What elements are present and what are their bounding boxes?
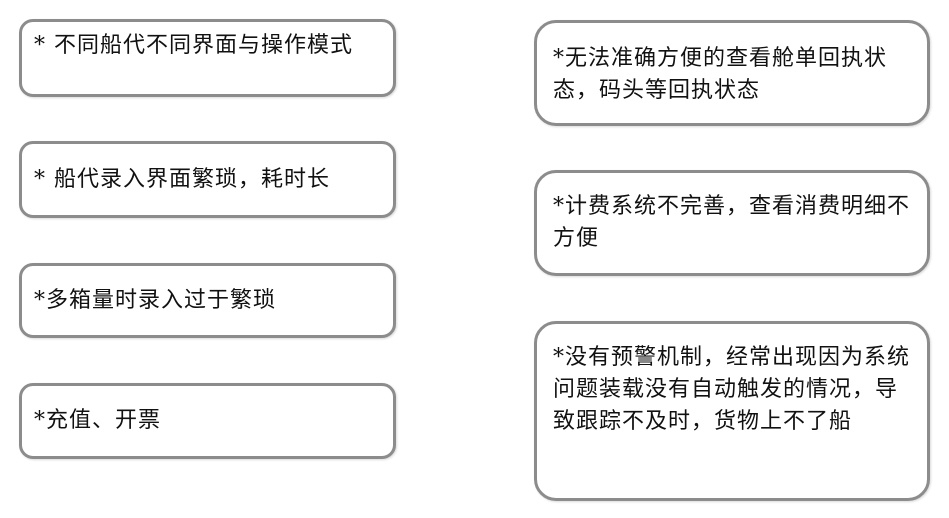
issue-text: *计费系统不完善，查看消费明细不方便 [553, 194, 911, 251]
issue-text: *无法准确方便的查看舱单回执状态，码头等回执状态 [553, 46, 888, 103]
issue-box-billing: *计费系统不完善，查看消费明细不方便 [534, 170, 930, 276]
issue-box-multi-container: *多箱量时录入过于繁琐 [19, 263, 396, 338]
issue-text: *多箱量时录入过于繁琐 [34, 287, 277, 313]
issue-box-recharge-invoice: *充值、开票 [19, 383, 396, 459]
issue-text: *充值、开票 [34, 408, 162, 433]
issue-box-entry-tedious: * 船代录入界面繁琐，耗时长 [19, 141, 396, 218]
issue-box-ui-modes: * 不同船代不同界面与操作模式 [19, 19, 396, 97]
issue-box-no-warning: *没有预警机制，经常出现因为系统问题装载没有自动触发的情况，导致跟踪不及时，货物… [534, 321, 930, 501]
issue-text: *没有预警机制，经常出现因为系统问题装载没有自动触发的情况，导致跟踪不及时，货物… [553, 345, 911, 434]
issue-text: * 船代录入界面繁琐，耗时长 [34, 166, 330, 192]
issue-box-receipt-status: *无法准确方便的查看舱单回执状态，码头等回执状态 [534, 20, 930, 126]
issue-text: * 不同船代不同界面与操作模式 [34, 33, 353, 58]
